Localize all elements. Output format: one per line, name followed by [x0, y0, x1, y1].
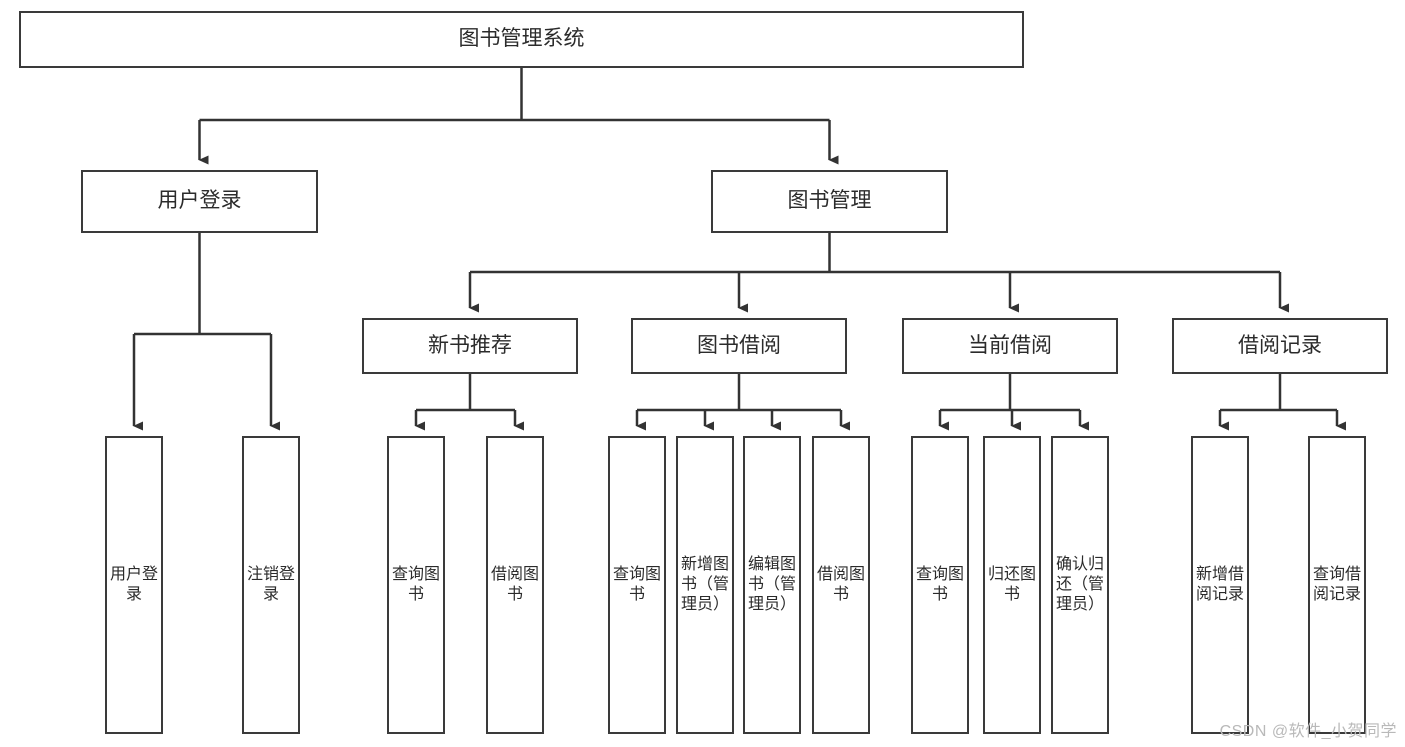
node-label: 查询图书	[612, 566, 661, 603]
node-root[interactable]: 图书管理系统	[19, 11, 1024, 68]
node-label: 注销登录	[246, 566, 295, 603]
node-label: 图书借阅	[697, 333, 781, 357]
node-leaf-query-book-2[interactable]: 查询图书	[608, 436, 666, 734]
node-leaf-query-record[interactable]: 查询借阅记录	[1308, 436, 1366, 734]
node-label: 查询借阅记录	[1312, 566, 1361, 603]
node-label: 查询图书	[915, 566, 964, 603]
node-current-borrow[interactable]: 当前借阅	[902, 318, 1118, 374]
node-label: 编辑图书（管理员）	[747, 556, 796, 613]
node-label: 确认归还（管理员）	[1055, 556, 1104, 613]
node-leaf-confirm-return[interactable]: 确认归还（管理员）	[1051, 436, 1109, 734]
node-leaf-add-record[interactable]: 新增借阅记录	[1191, 436, 1249, 734]
node-label: 当前借阅	[968, 333, 1052, 357]
node-label: 图书管理系统	[458, 27, 585, 51]
edge-group	[132, 68, 1346, 431]
node-label: 用户登录	[157, 189, 242, 213]
node-leaf-add-book[interactable]: 新增图书（管理员）	[676, 436, 734, 734]
node-label: 查询图书	[391, 566, 440, 603]
node-label: 借阅图书	[490, 566, 539, 603]
node-user-login[interactable]: 用户登录	[81, 170, 318, 233]
watermark-text: CSDN @软件_小贺同学	[1219, 723, 1397, 740]
node-label: 借阅图书	[816, 566, 865, 603]
node-leaf-query-book-1[interactable]: 查询图书	[387, 436, 445, 734]
node-leaf-edit-book[interactable]: 编辑图书（管理员）	[743, 436, 801, 734]
node-label: 图书管理	[787, 189, 872, 213]
node-leaf-return-book[interactable]: 归还图书	[983, 436, 1041, 734]
node-label: 新书推荐	[428, 333, 512, 357]
node-leaf-logout[interactable]: 注销登录	[242, 436, 300, 734]
node-label: 用户登录	[109, 566, 158, 603]
node-leaf-user-login[interactable]: 用户登录	[105, 436, 163, 734]
node-borrow-record[interactable]: 借阅记录	[1172, 318, 1388, 374]
node-book-borrow[interactable]: 图书借阅	[631, 318, 847, 374]
node-new-book-rec[interactable]: 新书推荐	[362, 318, 578, 374]
node-label: 新增借阅记录	[1195, 566, 1244, 603]
node-book-manage[interactable]: 图书管理	[711, 170, 948, 233]
node-label: 借阅记录	[1238, 333, 1322, 357]
node-leaf-query-book-3[interactable]: 查询图书	[911, 436, 969, 734]
node-label: 新增图书（管理员）	[680, 556, 729, 613]
node-leaf-borrow-book-2[interactable]: 借阅图书	[812, 436, 870, 734]
node-leaf-borrow-book-1[interactable]: 借阅图书	[486, 436, 544, 734]
node-label: 归还图书	[987, 566, 1036, 603]
